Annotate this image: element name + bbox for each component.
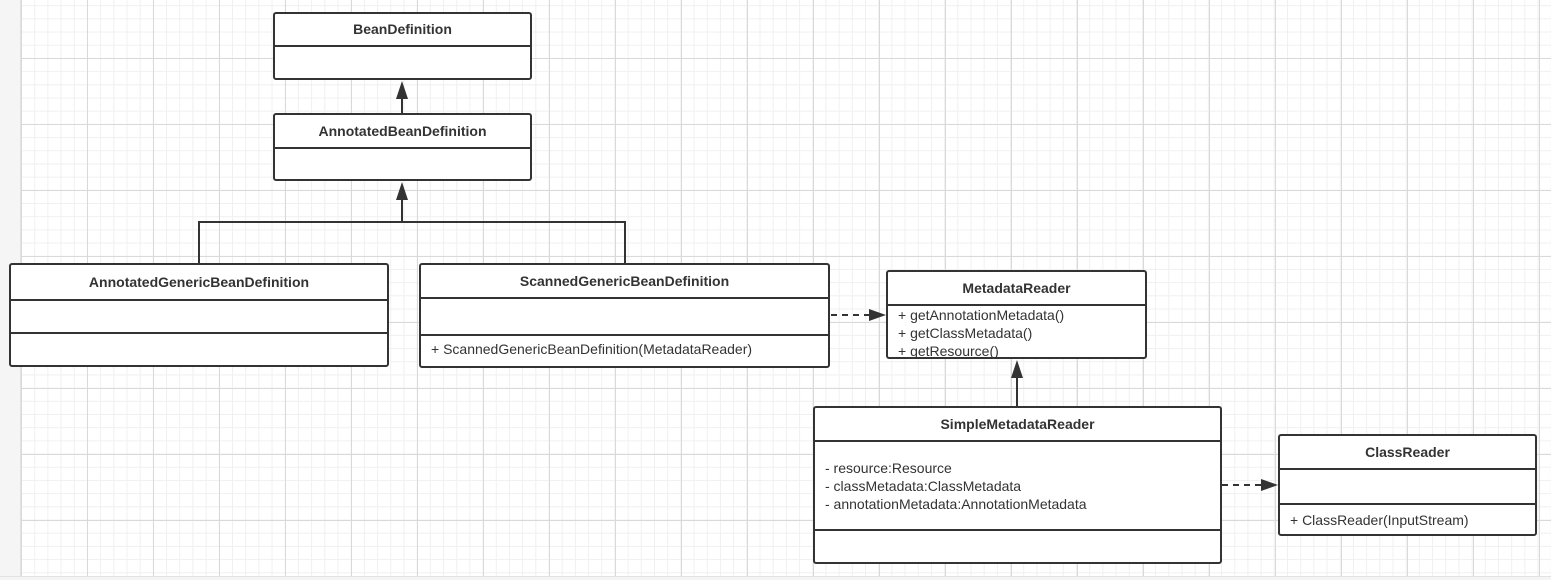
section-divider — [11, 332, 387, 334]
edge-annotated-to-beandefinition-head — [396, 81, 408, 99]
class-classreader-title: ClassReader — [1280, 436, 1535, 470]
edge-scanned-to-annotated — [402, 221, 626, 264]
class-name: AnnotatedGenericBeanDefinition — [88, 274, 310, 290]
class-name: BeanDefinition — [353, 21, 452, 37]
edge-annotated-trunk-head — [396, 182, 408, 200]
class-metadatareader[interactable]: MetadataReader + getAnnotationMetadata()… — [886, 270, 1147, 359]
class-annotatedgenericbeandefinition-title: AnnotatedGenericBeanDefinition — [11, 265, 387, 301]
class-name: AnnotatedBeanDefinition — [318, 123, 487, 139]
edge-simple-to-classreader-head — [1261, 479, 1278, 491]
section-divider — [421, 334, 828, 336]
class-name: SimpleMetadataReader — [940, 416, 1095, 432]
section-divider — [1280, 503, 1535, 505]
field-line: - resource:Resource — [825, 460, 952, 476]
method-line: + getClassMetadata() — [898, 325, 1033, 341]
class-classreader[interactable]: ClassReader + ClassReader(InputStream) — [1278, 434, 1537, 536]
class-scannedgenericbeandefinition[interactable]: ScannedGenericBeanDefinition + ScannedGe… — [419, 263, 830, 368]
class-simplemetadatareader-title: SimpleMetadataReader — [815, 408, 1220, 442]
method-line: + ClassReader(InputStream) — [1290, 512, 1469, 528]
class-name: MetadataReader — [962, 280, 1071, 296]
field-line: - annotationMetadata:AnnotationMetadata — [825, 496, 1087, 512]
class-annotatedgenericbeandefinition[interactable]: AnnotatedGenericBeanDefinition — [9, 263, 389, 367]
method-line: + ScannedGenericBeanDefinition(MetadataR… — [431, 341, 753, 357]
class-annotatedbeandefinition[interactable]: AnnotatedBeanDefinition — [273, 113, 532, 181]
class-scannedgenericbeandefinition-title: ScannedGenericBeanDefinition — [421, 265, 828, 299]
method-line: + getAnnotationMetadata() — [898, 307, 1065, 323]
class-simplemetadatareader[interactable]: SimpleMetadataReader - resource:Resource… — [813, 406, 1222, 564]
class-beandefinition[interactable]: BeanDefinition — [273, 12, 532, 80]
edge-generic-to-annotated — [198, 221, 402, 264]
class-name: ScannedGenericBeanDefinition — [519, 273, 730, 289]
edge-scanned-to-metadatareader-head — [869, 309, 886, 321]
method-line: + getResource() — [898, 343, 999, 359]
section-divider — [815, 529, 1220, 531]
class-name: ClassReader — [1365, 444, 1450, 460]
class-annotatedbeandefinition-title: AnnotatedBeanDefinition — [275, 115, 530, 149]
edge-simple-to-metadatareader-head — [1011, 360, 1023, 378]
field-line: - classMetadata:ClassMetadata — [825, 478, 1022, 494]
class-beandefinition-title: BeanDefinition — [275, 14, 530, 47]
bottom-panel-edge — [0, 576, 1551, 580]
class-metadatareader-title: MetadataReader — [888, 272, 1145, 306]
